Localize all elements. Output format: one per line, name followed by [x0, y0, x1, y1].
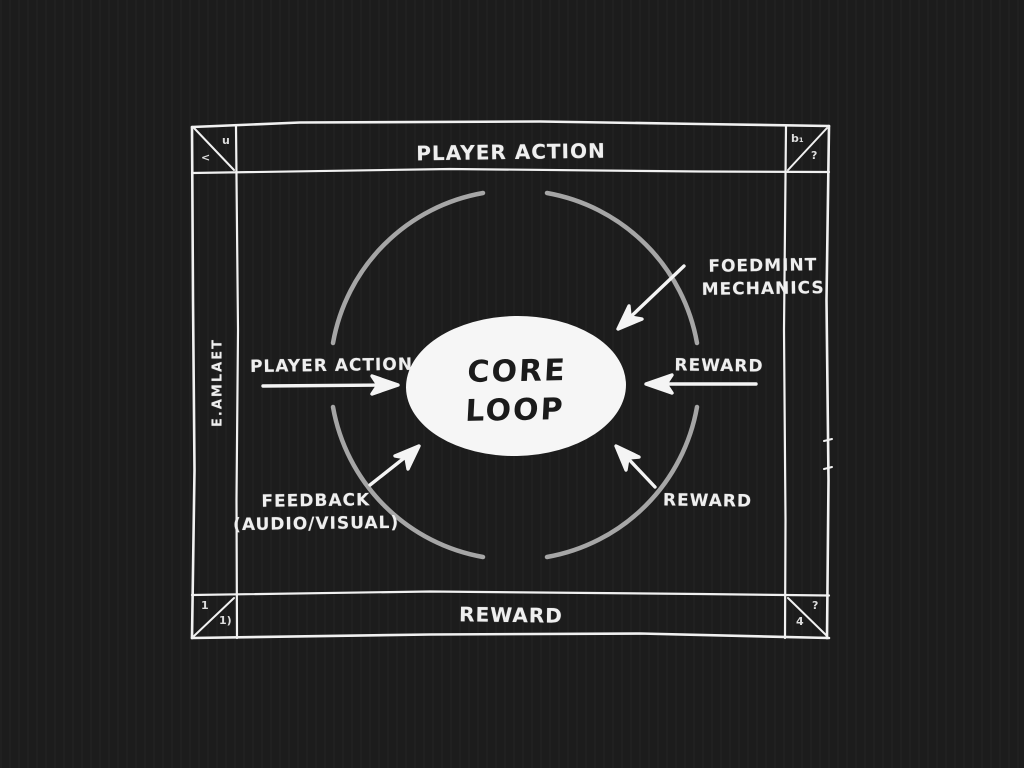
feedback-arrowhead	[393, 444, 421, 471]
corner-mark-top-left-1: u	[222, 134, 230, 147]
core-loop-ellipse	[406, 315, 626, 457]
reward-bottom-arrowhead	[614, 444, 641, 472]
mechanics-label-line2: MECHANICS	[701, 278, 825, 300]
player-action-arrow-label: PLAYER ACTION	[249, 354, 414, 378]
loop-circle-arc-bottom-left	[330, 404, 486, 560]
reward-right-arrow-label: REWARD	[674, 355, 764, 377]
corner-diagonal-bottom-left	[193, 597, 235, 637]
corner-mark-top-left-2: <	[201, 151, 211, 164]
core-loop-title-line1: CORE	[466, 353, 568, 390]
frame-outer-left-line	[190, 125, 196, 640]
arrows	[261, 264, 758, 489]
frame-outer-top-line	[190, 120, 831, 129]
corner-diagonals	[193, 127, 833, 637]
frame-inner-bottom-line	[190, 590, 831, 597]
corner-mark-bottom-right-2: 4	[796, 615, 804, 628]
player-action-arrowhead	[370, 374, 400, 396]
frame-outer-bottom-line	[190, 632, 831, 640]
corner-mark-bottom-left-2: 1)	[219, 614, 232, 627]
corner-diagonal-top-left	[193, 127, 235, 171]
core-loop-title: CORE LOOP	[404, 350, 628, 432]
frame-left-vertical-label: E.AMLAET	[210, 338, 226, 427]
frame-border	[190, 120, 831, 640]
feedback-label-line2: (AUDIO/VISUAL)	[232, 512, 400, 536]
loop-circle-arc-top-left	[330, 190, 486, 346]
corner-diagonal-bottom-right	[787, 597, 828, 637]
feedback-label-line1: FEEDBACK	[261, 490, 371, 512]
mechanics-label-line1: FOEDMINT	[708, 255, 818, 277]
frame-tick-mark-2	[823, 466, 833, 470]
frame-inner-left-line	[234, 124, 240, 640]
reward-right-arrowhead	[644, 373, 674, 395]
frame-outer-right-line	[825, 124, 831, 640]
corner-mark-top-right-1: b₁	[791, 132, 804, 145]
frame-inner-top-line	[190, 167, 831, 175]
loop-circle	[330, 190, 700, 560]
corner-mark-bottom-left-1: 1	[201, 599, 209, 612]
mechanics-label: FOEDMINT MECHANICS	[693, 254, 834, 302]
corner-mark-top-right-2: ?	[811, 149, 818, 162]
corner-mark-bottom-right-1: ?	[812, 599, 819, 612]
mechanics-arrow-shaft	[620, 264, 686, 327]
loop-circle-arc-top-right	[544, 190, 700, 346]
reward-bottom-label: REWARD	[662, 490, 753, 512]
mechanics-arrowhead	[616, 304, 644, 331]
core-loop-title-line2: LOOP	[464, 392, 566, 429]
player-action-arrow-shaft	[261, 383, 394, 388]
frame-inner-lines	[190, 124, 831, 640]
loop-circle-arc-bottom-right	[544, 404, 700, 560]
frame-inner-right-line	[782, 124, 788, 640]
feedback-label: FEEDBACK (AUDIO/VISUAL)	[230, 489, 403, 537]
corner-diagonal-top-right	[787, 127, 828, 171]
frame-tick-mark-1	[823, 438, 833, 442]
